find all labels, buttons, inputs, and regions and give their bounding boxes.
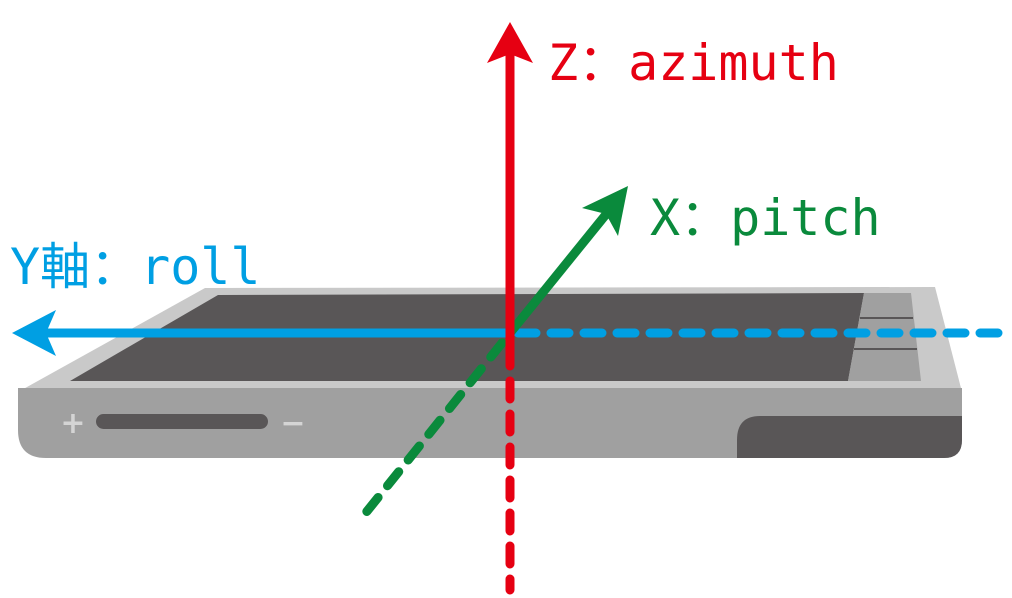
x-axis-dashed	[355, 338, 507, 525]
x-axis	[355, 186, 628, 525]
z-axis	[487, 22, 533, 595]
z-axis-arrow-icon	[487, 22, 533, 63]
x-axis-label: X：pitch	[650, 189, 881, 247]
x-axis-line	[506, 204, 616, 336]
smartphone: + −	[18, 287, 962, 458]
z-axis-label: Z：azimuth	[548, 34, 839, 92]
y-axis-arrow-icon	[12, 310, 56, 356]
volume-slider	[96, 414, 268, 429]
x-axis-arrow-icon	[582, 186, 628, 236]
device-bottom-panel	[737, 416, 962, 458]
device-side	[18, 388, 962, 458]
volume-minus-icon: −	[280, 406, 305, 441]
y-axis	[12, 310, 1005, 356]
y-axis-label: Y軸：roll	[10, 238, 261, 296]
volume-plus-icon: +	[60, 406, 85, 441]
